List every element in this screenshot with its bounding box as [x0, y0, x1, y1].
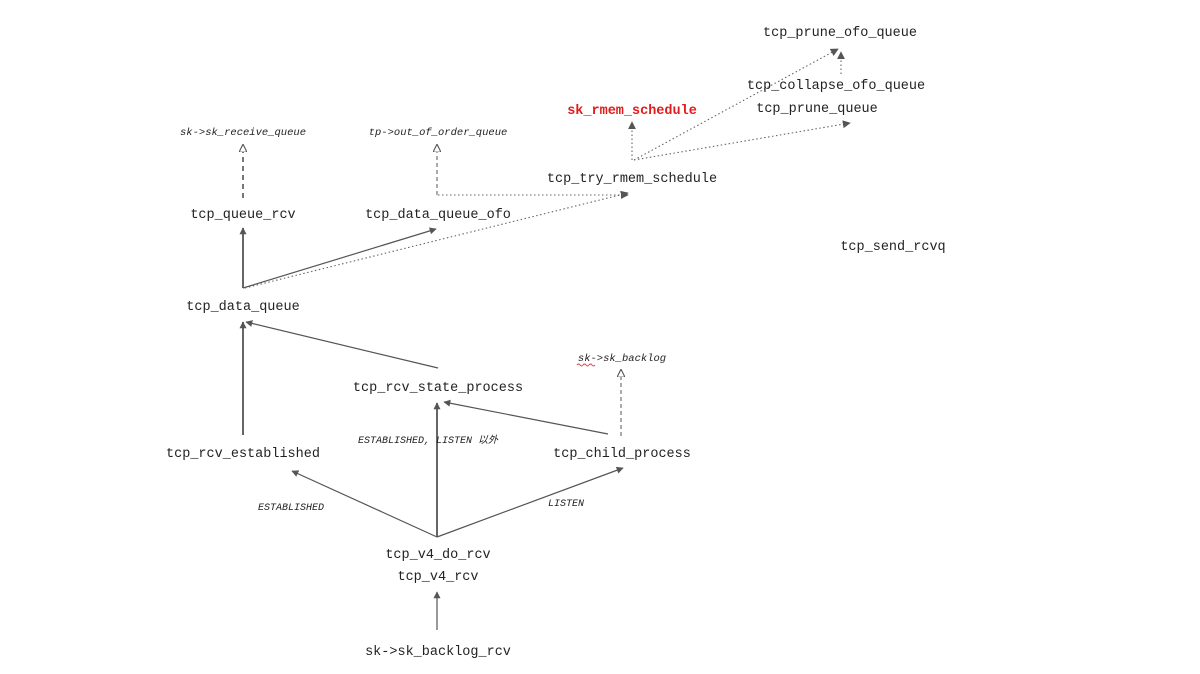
- edge-data-queue-to-try-rmem: [244, 190, 629, 289]
- spellcheck-underline: [576, 363, 596, 367]
- edge-state-process-to-data-queue: [245, 320, 439, 369]
- node-sk-receive-queue: sk->sk_receive_queue: [180, 127, 306, 139]
- edge-do-rcv-to-established: [291, 470, 438, 538]
- node-tcp-prune-queue: tcp_prune_queue: [756, 102, 878, 117]
- node-tcp-rcv-state-process: tcp_rcv_state_process: [353, 381, 523, 396]
- node-tcp-queue-rcv: tcp_queue_rcv: [190, 208, 295, 223]
- node-sk-rmem-schedule: sk_rmem_schedule: [567, 104, 697, 119]
- node-tcp-rcv-established: tcp_rcv_established: [166, 447, 320, 462]
- edge-data-queue-to-ofo: [242, 227, 437, 289]
- node-tcp-data-queue: tcp_data_queue: [186, 300, 299, 315]
- node-sk-backlog-rcv: sk->sk_backlog_rcv: [365, 645, 511, 660]
- node-tcp-data-queue-ofo: tcp_data_queue_ofo: [365, 208, 511, 223]
- node-tcp-send-rcvq: tcp_send_rcvq: [840, 240, 945, 255]
- label-listen: LISTEN: [548, 499, 584, 510]
- node-tcp-v4-rcv: tcp_v4_rcv: [397, 570, 478, 585]
- edge-try-rmem-to-prune-ofo: [633, 48, 839, 161]
- node-tcp-collapse-ofo-queue: tcp_collapse_ofo_queue: [747, 79, 925, 94]
- node-tcp-prune-ofo-queue: tcp_prune_ofo_queue: [763, 26, 917, 41]
- label-established-listen-other: ESTABLISHED, LISTEN 以外: [358, 434, 499, 447]
- edge-try-rmem-to-prune-queue: [633, 120, 851, 161]
- edge-child-to-state-process: [443, 399, 609, 435]
- edge-do-rcv-to-child-process: [436, 466, 624, 538]
- node-tcp-child-process: tcp_child_process: [553, 447, 691, 462]
- node-out-of-order-queue: tp->out_of_order_queue: [369, 127, 508, 139]
- label-established: ESTABLISHED: [258, 503, 324, 514]
- node-sk-backlog: sk->sk_backlog: [578, 353, 666, 365]
- node-tcp-v4-do-rcv: tcp_v4_do_rcv: [385, 548, 490, 563]
- node-tcp-try-rmem-schedule: tcp_try_rmem_schedule: [547, 172, 717, 187]
